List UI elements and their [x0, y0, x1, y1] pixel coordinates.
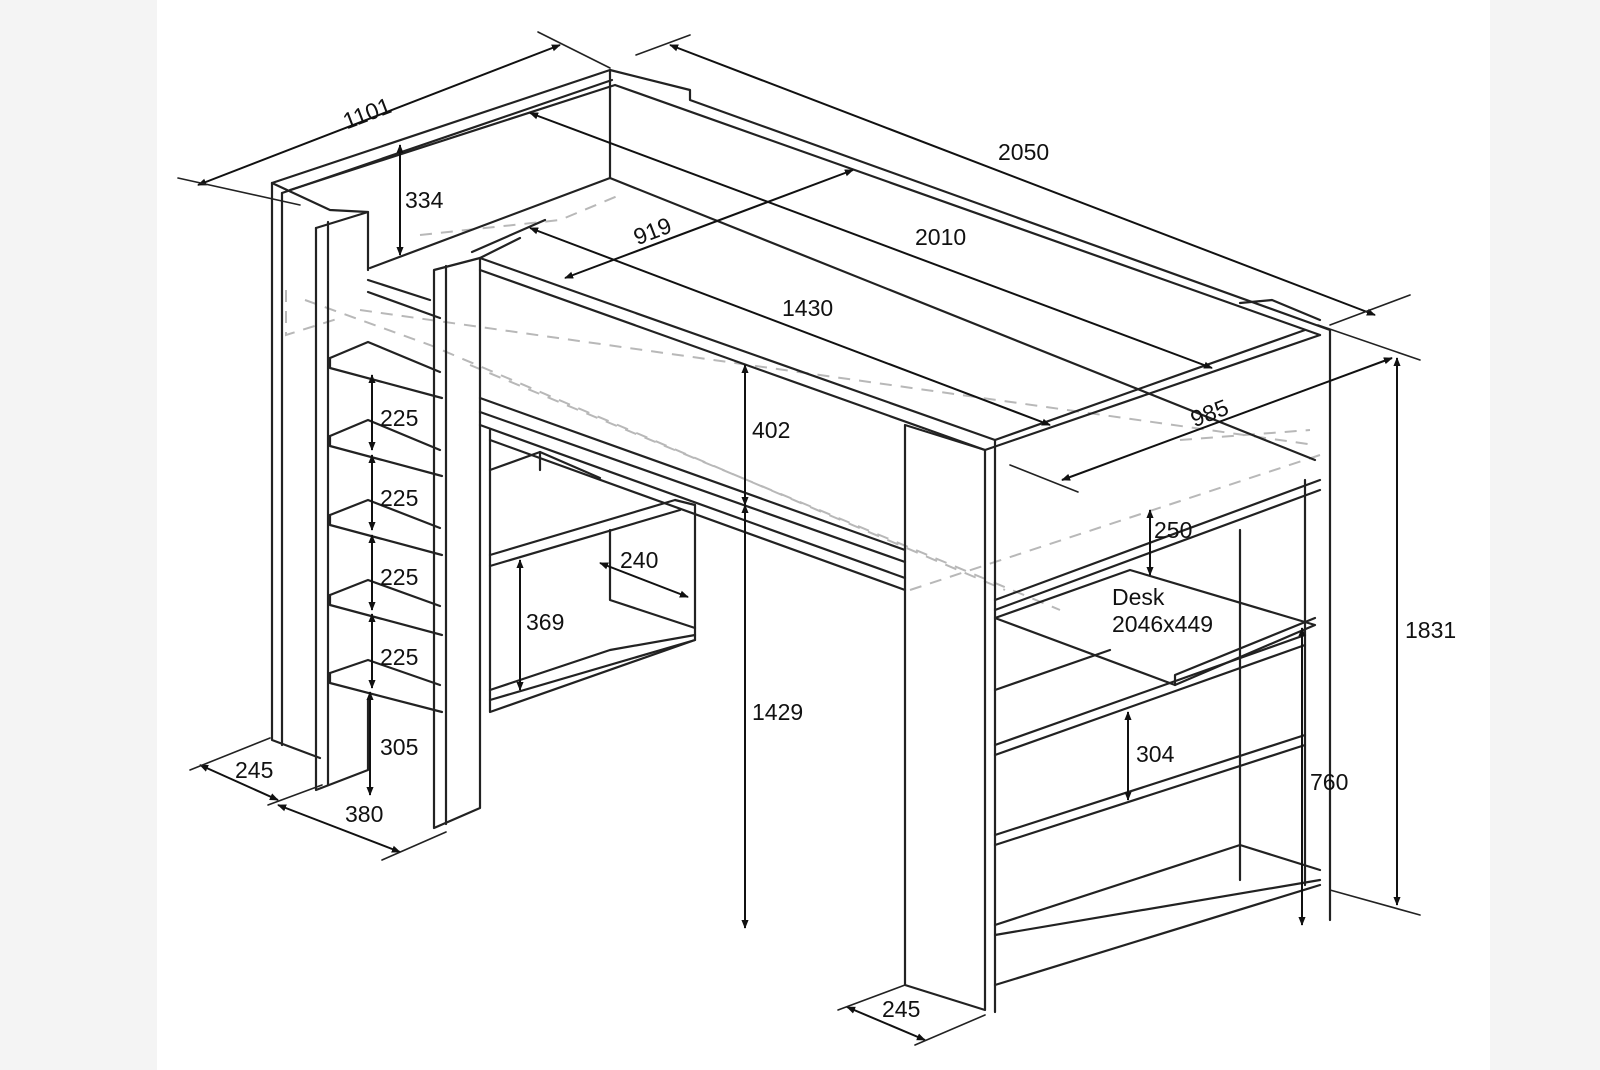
label-length-overall: 2050 — [998, 139, 1049, 165]
label-step-1: 225 — [380, 405, 418, 431]
label-length-rail: 2010 — [915, 224, 966, 250]
label-front-panel-length: 1430 — [782, 295, 833, 321]
label-head-guard-height: 334 — [405, 187, 444, 213]
label-desk-height: 760 — [1310, 769, 1348, 795]
label-shelf-height: 369 — [526, 609, 564, 635]
label-desk-size: 2046x449 — [1112, 611, 1213, 637]
label-post-depth-left: 245 — [235, 757, 273, 783]
label-step-3: 225 — [380, 564, 418, 590]
label-lower-shelf: 304 — [1136, 741, 1175, 767]
label-shelf-depth: 240 — [620, 547, 658, 573]
label-width-top: 1101 — [339, 92, 395, 134]
label-step-4: 225 — [380, 644, 418, 670]
label-post-depth-right: 245 — [882, 996, 920, 1022]
label-desk-title: Desk — [1112, 584, 1165, 610]
label-mattress-width: 919 — [630, 212, 675, 250]
label-upper-gap: 250 — [1154, 517, 1192, 543]
label-step-2: 225 — [380, 485, 418, 511]
label-frame-width: 985 — [1187, 394, 1232, 432]
label-overall-height: 1831 — [1405, 617, 1456, 643]
label-clearance: 1429 — [752, 699, 803, 725]
label-bottom-step: 305 — [380, 734, 418, 760]
label-ladder-depth: 380 — [345, 801, 383, 827]
dimension-lines — [177, 31, 1421, 1046]
label-panel-height: 402 — [752, 417, 790, 443]
